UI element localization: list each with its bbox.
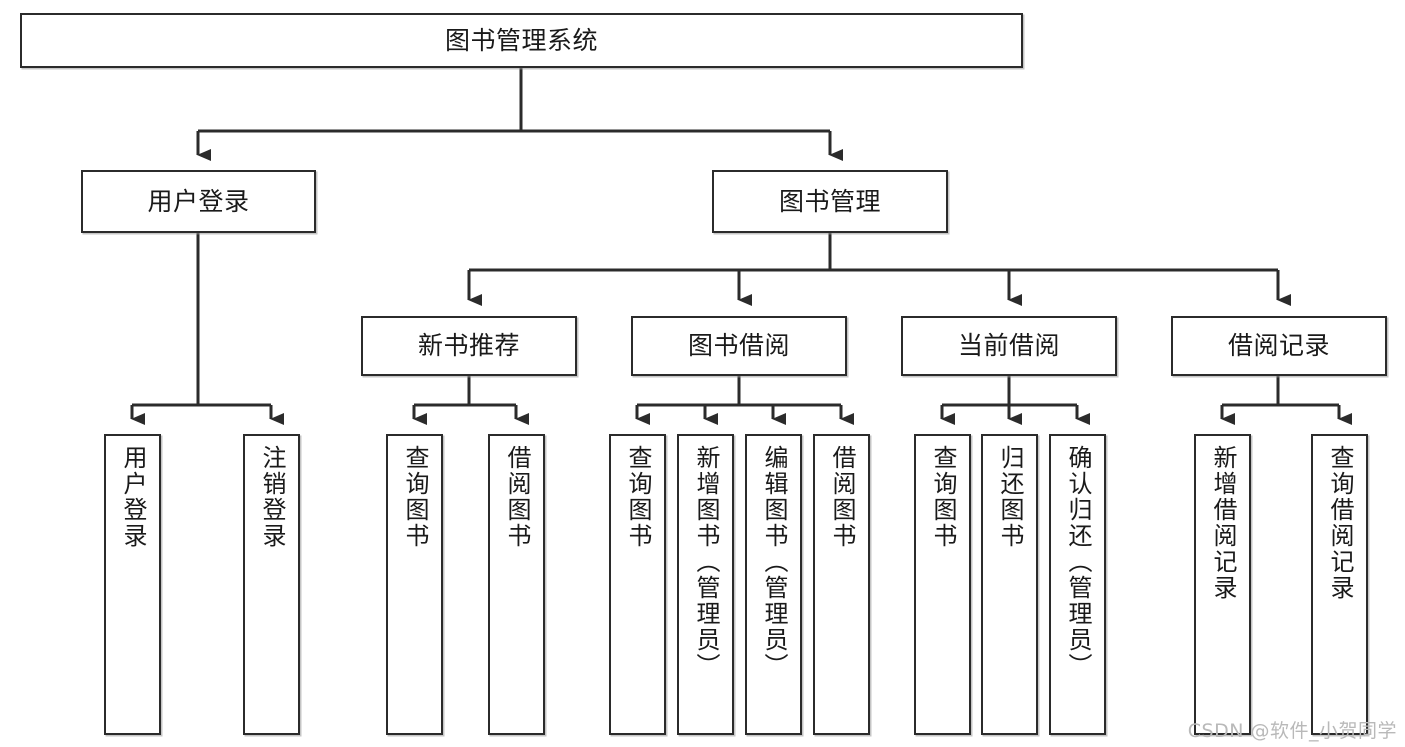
- node-leaf-add-book[interactable]: 新增图书（管理员）: [677, 434, 734, 735]
- node-current-borrow[interactable]: 当前借阅: [901, 316, 1117, 376]
- node-new-book-rec[interactable]: 新书推荐: [361, 316, 577, 376]
- node-leaf-query-book-2-label: 查询图书: [623, 445, 652, 549]
- node-root-label: 图书管理系统: [444, 25, 598, 55]
- node-book-manage[interactable]: 图书管理: [712, 170, 948, 233]
- node-user-login-label: 用户登录: [147, 186, 250, 216]
- node-borrow-record-label: 借阅记录: [1227, 331, 1330, 361]
- node-book-borrow-label: 图书借阅: [687, 331, 790, 361]
- node-leaf-query-record-label: 查询借阅记录: [1325, 445, 1354, 601]
- node-current-borrow-label: 当前借阅: [957, 331, 1060, 361]
- node-leaf-confirm-return-label: 确认归还（管理员）: [1063, 445, 1092, 679]
- node-leaf-edit-book[interactable]: 编辑图书（管理员）: [745, 434, 802, 735]
- node-leaf-borrow-book-2-label: 借阅图书: [827, 445, 856, 549]
- node-new-book-rec-label: 新书推荐: [417, 331, 520, 361]
- node-leaf-logout-label: 注销登录: [257, 445, 286, 549]
- node-leaf-query-book-1[interactable]: 查询图书: [386, 434, 443, 735]
- node-leaf-logout[interactable]: 注销登录: [243, 434, 300, 735]
- node-leaf-borrow-book-1-label: 借阅图书: [502, 445, 531, 549]
- node-leaf-query-book-1-label: 查询图书: [400, 445, 429, 549]
- node-leaf-user-login[interactable]: 用户登录: [104, 434, 161, 735]
- node-leaf-edit-book-label: 编辑图书（管理员）: [759, 445, 788, 679]
- node-leaf-add-record-label: 新增借阅记录: [1208, 445, 1237, 601]
- node-book-borrow[interactable]: 图书借阅: [631, 316, 847, 376]
- node-leaf-add-record[interactable]: 新增借阅记录: [1194, 434, 1251, 735]
- node-root[interactable]: 图书管理系统: [20, 13, 1023, 68]
- node-leaf-borrow-book-1[interactable]: 借阅图书: [488, 434, 545, 735]
- node-leaf-return-book-label: 归还图书: [995, 445, 1024, 549]
- node-leaf-query-book-2[interactable]: 查询图书: [609, 434, 666, 735]
- node-leaf-user-login-label: 用户登录: [118, 445, 147, 549]
- node-leaf-query-record[interactable]: 查询借阅记录: [1311, 434, 1368, 735]
- node-book-manage-label: 图书管理: [778, 186, 881, 216]
- node-borrow-record[interactable]: 借阅记录: [1171, 316, 1387, 376]
- node-user-login[interactable]: 用户登录: [81, 170, 316, 233]
- node-leaf-confirm-return[interactable]: 确认归还（管理员）: [1049, 434, 1106, 735]
- node-leaf-query-book-3-label: 查询图书: [928, 445, 957, 549]
- node-leaf-return-book[interactable]: 归还图书: [981, 434, 1038, 735]
- node-leaf-query-book-3[interactable]: 查询图书: [914, 434, 971, 735]
- node-leaf-borrow-book-2[interactable]: 借阅图书: [813, 434, 870, 735]
- node-leaf-add-book-label: 新增图书（管理员）: [691, 445, 720, 679]
